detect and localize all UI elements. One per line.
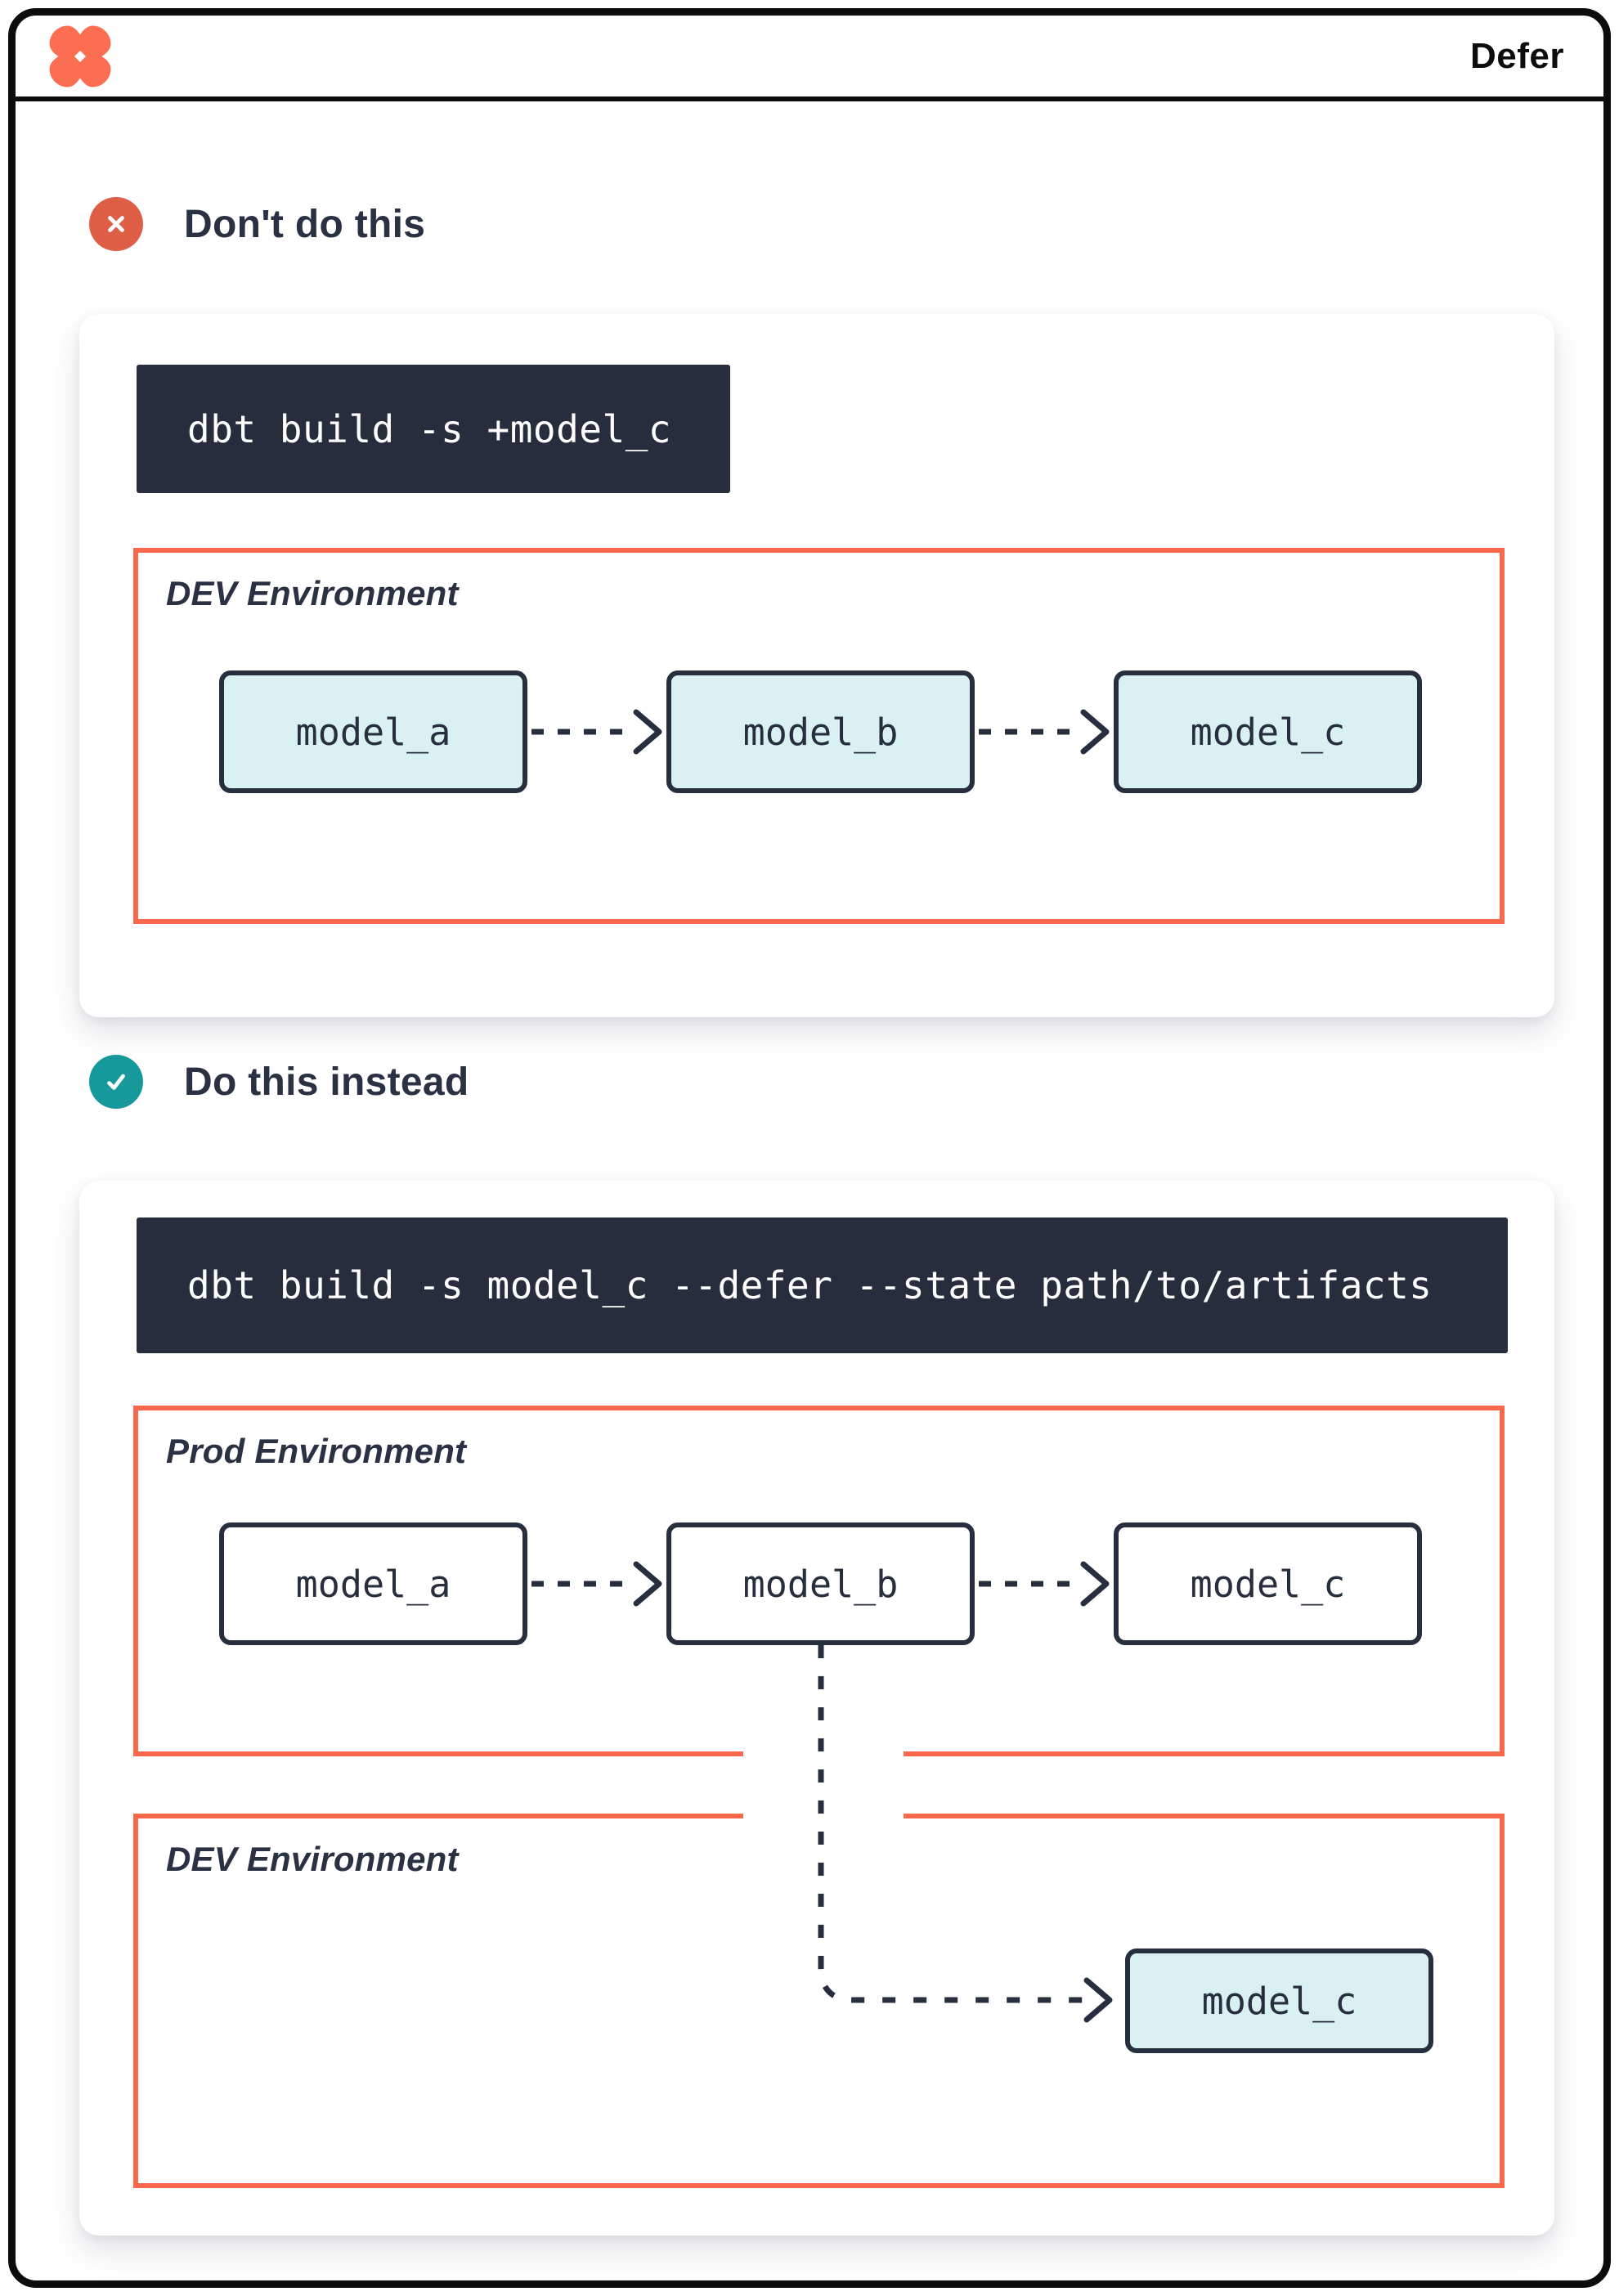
dbt-logo-icon bbox=[49, 25, 111, 87]
models-row: model_a model_b model_c bbox=[219, 1522, 1422, 1645]
dev-environment-box-dont: DEV Environment model_a model_b model_c bbox=[133, 548, 1505, 924]
page-title: Defer bbox=[1470, 35, 1564, 76]
dashed-arrow-icon bbox=[531, 1561, 662, 1607]
dont-card: dbt build -s +model_c DEV Environment mo… bbox=[79, 314, 1554, 1017]
env-label: DEV Environment bbox=[166, 574, 459, 612]
section-title-dont: Don't do this bbox=[184, 202, 426, 246]
prod-environment-box: Prod Environment model_a model_b model_c bbox=[133, 1406, 1505, 1756]
dashed-arrow-icon bbox=[979, 1561, 1110, 1607]
dashed-arrow-icon bbox=[531, 709, 662, 755]
env-label: Prod Environment bbox=[166, 1432, 467, 1470]
model-b-node: model_b bbox=[666, 670, 975, 793]
model-c-node: model_c bbox=[1114, 670, 1422, 793]
model-a-node: model_a bbox=[219, 670, 527, 793]
model-c-node: model_c bbox=[1114, 1522, 1422, 1645]
check-circle-icon bbox=[89, 1055, 143, 1109]
model-c-node: model_c bbox=[1125, 1948, 1433, 2053]
model-b-node: model_b bbox=[666, 1522, 975, 1645]
dashed-arrow-icon bbox=[979, 709, 1110, 755]
border-gap bbox=[743, 1748, 904, 1766]
env-label: DEV Environment bbox=[166, 1840, 459, 1878]
border-gap bbox=[743, 1810, 904, 1828]
models-row: model_a model_b model_c bbox=[219, 670, 1422, 793]
model-a-node: model_a bbox=[219, 1522, 527, 1645]
do-card: dbt build -s model_c --defer --state pat… bbox=[79, 1181, 1554, 2235]
section-heading-do: Do this instead bbox=[89, 1055, 469, 1109]
x-circle-icon bbox=[89, 197, 143, 251]
dev-environment-box-do: DEV Environment model_c bbox=[133, 1814, 1505, 2188]
section-title-do: Do this instead bbox=[184, 1060, 469, 1104]
page-frame: Defer Don't do this dbt build -s +model_… bbox=[8, 8, 1611, 2288]
command-do: dbt build -s model_c --defer --state pat… bbox=[137, 1218, 1508, 1353]
section-heading-dont: Don't do this bbox=[89, 197, 425, 251]
command-dont: dbt build -s +model_c bbox=[137, 365, 730, 493]
top-bar: Defer bbox=[16, 16, 1603, 101]
